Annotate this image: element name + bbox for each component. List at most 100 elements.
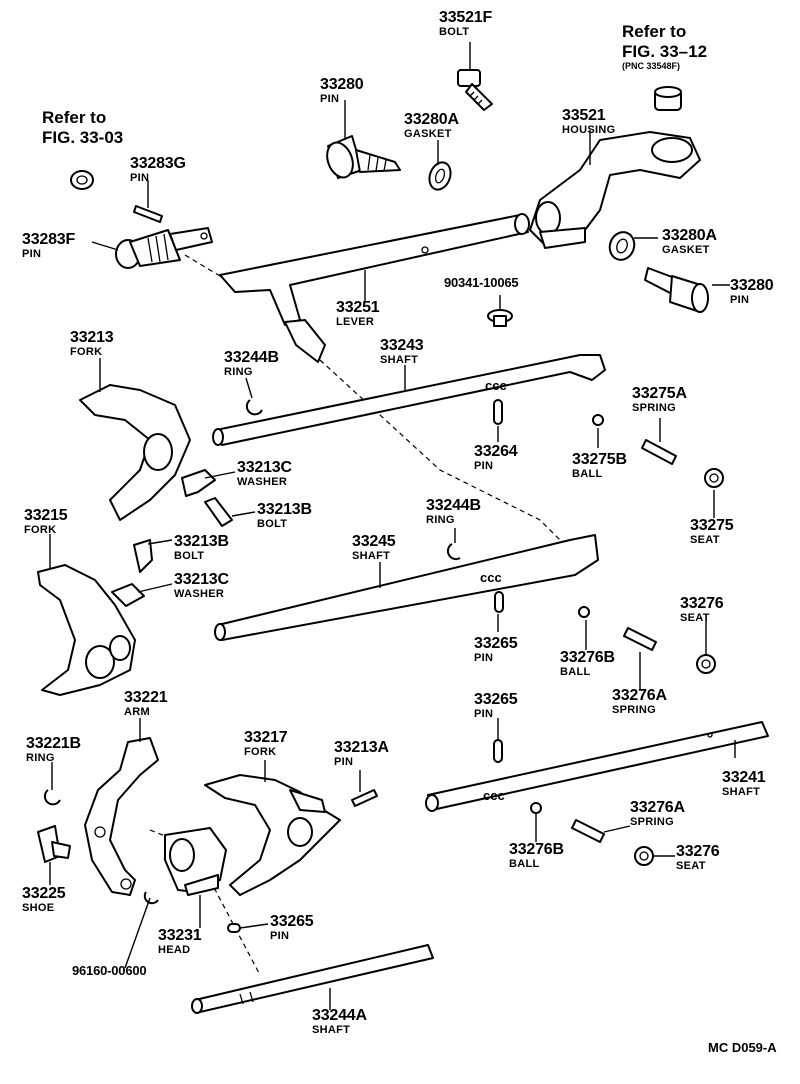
part-number: 33276	[680, 595, 724, 612]
part-name: ARM	[124, 706, 150, 718]
part-number: 33283F	[22, 231, 76, 248]
ref-line3: (PNC 33548F)	[622, 61, 681, 72]
diagram-code: MC D059-A	[708, 1040, 777, 1056]
part-number: 33245	[352, 533, 396, 550]
svg-text:ccc: ccc	[485, 378, 507, 393]
part-name: GASKET	[404, 128, 452, 140]
bolt-33521F-drawing	[457, 69, 493, 111]
shaft-33245-drawing: ccc	[214, 534, 599, 641]
part-number: 33244B	[426, 497, 481, 514]
spring-33275A-drawing	[641, 439, 677, 465]
ref-line2: FIG. 33-03	[42, 127, 124, 147]
gasket-33280A-right-drawing	[608, 231, 636, 261]
part-number: 33244A	[312, 1007, 367, 1024]
part-number: 90341-10065	[444, 275, 519, 290]
part-name: PIN	[130, 172, 150, 184]
part-name: BALL	[560, 666, 591, 678]
part-number: 33221B	[26, 735, 81, 752]
part-name: FORK	[70, 346, 103, 358]
part-name: PIN	[730, 294, 750, 306]
part-number: 33213B	[257, 501, 312, 518]
part-number: 33280A	[404, 111, 459, 128]
part-number: 33264	[474, 443, 518, 460]
part-name: FORK	[24, 524, 57, 536]
ring-33221B-drawing	[43, 789, 61, 806]
part-name: PIN	[474, 460, 494, 472]
ref-line2: FIG. 33–12	[622, 41, 708, 61]
part-name: GASKET	[662, 244, 710, 256]
cap-fig-33-12-drawing	[654, 86, 682, 111]
part-number: 33275	[690, 517, 734, 534]
arm-33221-drawing	[84, 737, 159, 896]
part-name: PIN	[474, 708, 494, 720]
bolt-33213B-top-drawing	[204, 497, 233, 527]
part-name: RING	[224, 366, 253, 378]
part-number: 33213C	[174, 571, 229, 588]
part-number: 33217	[244, 729, 288, 746]
part-number: 33231	[158, 927, 202, 944]
part-name: FORK	[244, 746, 277, 758]
part-number: 33265	[474, 635, 518, 652]
gasket-33280A-top-drawing	[428, 161, 452, 191]
ball-33276B-mid-drawing	[578, 606, 590, 618]
fork-33213-drawing	[79, 384, 191, 521]
part-number: 33221	[124, 689, 168, 706]
pin-33265-upper-drawing	[493, 739, 503, 763]
lever-33251-drawing	[219, 213, 530, 363]
part-number: 33265	[270, 913, 314, 930]
part-name: BOLT	[439, 26, 470, 38]
cap-fig-33-03-drawing	[70, 170, 94, 190]
part-name: SHOE	[22, 902, 55, 914]
seat-33276-mid-drawing	[696, 654, 716, 674]
part-name: BOLT	[174, 550, 205, 562]
part-number: 33215	[24, 507, 68, 524]
part-name: PIN	[320, 93, 340, 105]
part-name: BALL	[509, 858, 540, 870]
part-number: 33213	[70, 329, 114, 346]
pin-33265-mid-drawing	[494, 591, 504, 613]
part-name: SEAT	[690, 534, 720, 546]
pin-33213A-drawing	[351, 789, 378, 807]
part-name: RING	[26, 752, 55, 764]
pin-33280-right-drawing	[644, 267, 709, 313]
part-number: 33276A	[612, 687, 667, 704]
leader-lines	[49, 42, 736, 1010]
part-number: 33213B	[174, 533, 229, 550]
part-number: 33283G	[130, 155, 186, 172]
part-name: WASHER	[237, 476, 288, 488]
part-name: PIN	[474, 652, 494, 664]
ball-33276B-lower-drawing	[530, 802, 542, 814]
washer-33213C-mid-drawing	[111, 583, 145, 607]
fork-33217-drawing	[204, 774, 341, 896]
part-name: BOLT	[257, 518, 288, 530]
part-number: 33276B	[560, 649, 615, 666]
bolt-33213B-mid-drawing	[133, 539, 153, 573]
part-name: SHAFT	[312, 1024, 351, 1036]
housing-33521-drawing	[529, 131, 701, 249]
part-number: 33521	[562, 107, 606, 124]
part-name: SEAT	[680, 612, 710, 624]
label-96160-00600: 96160-00600	[72, 964, 147, 977]
svg-text:ccc: ccc	[483, 788, 505, 803]
